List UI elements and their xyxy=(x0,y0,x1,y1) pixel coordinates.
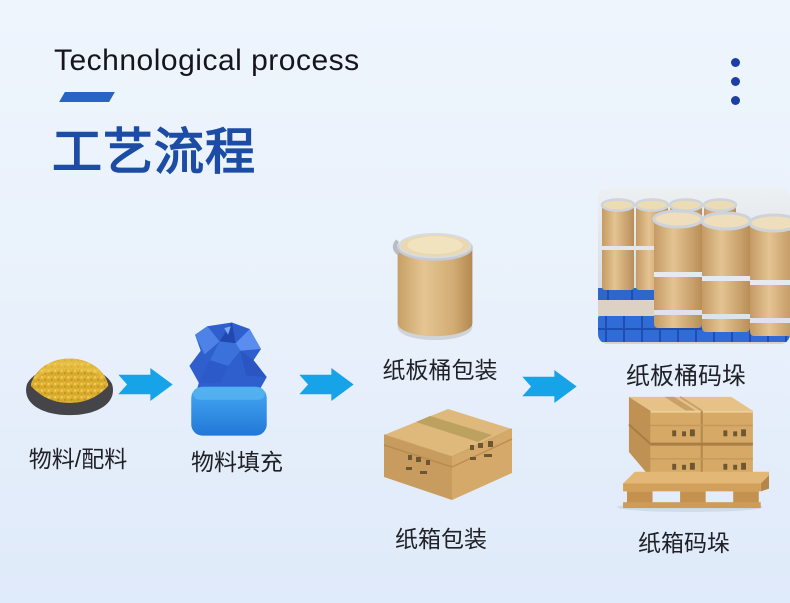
title-en: Technological process xyxy=(54,44,360,77)
section-divider-dash xyxy=(59,92,115,102)
fiber-drum-image xyxy=(387,224,483,346)
step-label-drum-palletizing: 纸板桶码垛 xyxy=(626,363,746,390)
arrow-right-icon xyxy=(299,368,354,401)
arrow-right-icon xyxy=(522,370,577,403)
cartons-pallet-image xyxy=(603,393,769,513)
step-label-drum-packaging: 纸板桶包装 xyxy=(382,357,498,383)
step-label-carton-palletizing: 纸箱码垛 xyxy=(638,530,730,556)
kebab-menu-icon xyxy=(731,58,740,105)
page-title-cn: 工艺流程 xyxy=(52,124,256,180)
step-label-material-filling: 物料填充 xyxy=(191,449,283,475)
dot xyxy=(731,96,740,105)
drums-pallet-photo xyxy=(598,188,790,344)
step-label-carton-packaging: 纸箱包装 xyxy=(395,526,487,552)
dot xyxy=(731,58,740,67)
raw-material-image xyxy=(20,349,120,417)
dot xyxy=(731,77,740,86)
step-label-raw-material: 物料/配料 xyxy=(28,446,128,472)
material-filling-image xyxy=(179,318,279,442)
carton-box-image xyxy=(370,401,522,501)
arrow-right-icon xyxy=(118,368,173,401)
